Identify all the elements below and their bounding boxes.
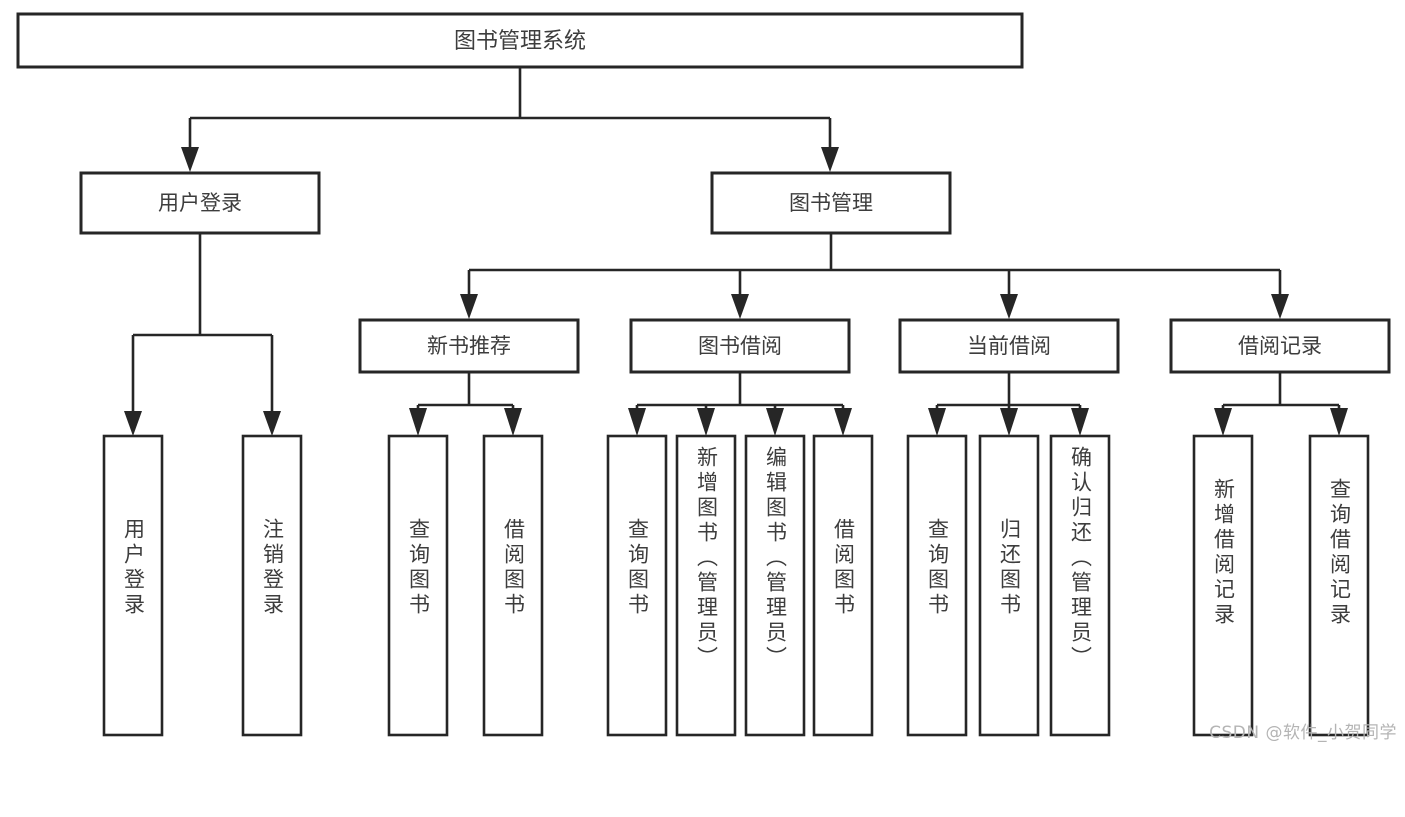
arrow-leaf-query-record	[1330, 408, 1348, 436]
borrow-record-box	[1169, 318, 1391, 374]
node-book-management: 图书管理	[710, 171, 952, 235]
arrow-new-book-recommend	[460, 294, 478, 319]
leaf-box-add-record	[1192, 434, 1254, 737]
leaf-box-query-book-1	[387, 434, 449, 737]
arrow-leaf-return-book	[1000, 408, 1018, 436]
arrow-leaf-borrow-book-2	[834, 408, 852, 436]
arrow-leaf-add-book	[697, 408, 715, 436]
arrow-leaf-query-book-3	[928, 408, 946, 436]
arrow-leaf-query-book-1	[409, 408, 427, 436]
leaf-box-add-book	[675, 434, 737, 737]
connector-book-management-to-level3	[460, 233, 1289, 319]
arrow-leaf-user-login	[124, 411, 142, 436]
arrow-current-borrow	[1000, 294, 1018, 319]
hierarchy-diagram: 图书管理系统 用户登录 图书管理	[16, 12, 1397, 743]
leaf-box-query-book-3	[906, 434, 968, 737]
new-book-recommend-box	[358, 318, 580, 374]
user-login-label: 用户登录	[158, 191, 242, 215]
leaf-box-query-record	[1308, 434, 1370, 737]
node-borrow-record: 借阅记录	[1169, 318, 1391, 374]
current-borrow-box	[898, 318, 1120, 374]
root-label: 图书管理系统	[454, 29, 586, 54]
arrow-leaf-query-book-2	[628, 408, 646, 436]
book-management-box	[710, 171, 952, 235]
node-new-book-recommend: 新书推荐	[358, 318, 580, 374]
connector-book-borrow-to-leaves	[628, 372, 852, 436]
leaf-box-logout	[241, 434, 303, 737]
leaf-box-return-book	[978, 434, 1040, 737]
node-user-login: 用户登录	[79, 171, 321, 235]
connector-new-book-recommend-to-leaves	[409, 372, 522, 436]
leaf-box-borrow-book-2	[812, 434, 874, 737]
node-book-borrow: 图书借阅	[629, 318, 851, 374]
arrow-user-login	[181, 147, 199, 172]
leaf-box-borrow-book-1	[482, 434, 544, 737]
diagram-canvas: 图书管理系统 用户登录 图书管理	[16, 12, 1391, 737]
leaf-box-user-login	[102, 434, 164, 737]
connector-borrow-record-to-leaves	[1214, 372, 1348, 436]
connector-current-borrow-to-leaves	[928, 372, 1089, 436]
leaf-box-confirm-return	[1049, 434, 1111, 737]
arrow-borrow-record	[1271, 294, 1289, 319]
leaf-box-edit-book	[744, 434, 806, 737]
book-borrow-label: 图书借阅	[698, 334, 782, 358]
book-management-label: 图书管理	[789, 191, 873, 215]
arrow-leaf-confirm-return	[1071, 408, 1089, 436]
root-box	[16, 12, 1024, 69]
borrow-record-label: 借阅记录	[1238, 334, 1322, 358]
arrow-book-management	[821, 147, 839, 172]
arrow-book-borrow	[731, 294, 749, 319]
node-root: 图书管理系统	[16, 12, 1024, 69]
connector-root-to-level2	[181, 67, 839, 172]
arrow-leaf-edit-book	[766, 408, 784, 436]
arrow-leaf-add-record	[1214, 408, 1232, 436]
node-current-borrow: 当前借阅	[898, 318, 1120, 374]
csdn-watermark: CSDN @软件_小贺同学	[1209, 723, 1397, 743]
current-borrow-label: 当前借阅	[967, 334, 1051, 358]
connector-user-login-to-leaves	[124, 233, 281, 436]
new-book-recommend-label: 新书推荐	[427, 334, 511, 358]
book-borrow-box	[629, 318, 851, 374]
leaf-boxes	[102, 434, 1370, 737]
leaf-box-query-book-2	[606, 434, 668, 737]
arrow-leaf-borrow-book-1	[504, 408, 522, 436]
arrow-leaf-logout	[263, 411, 281, 436]
